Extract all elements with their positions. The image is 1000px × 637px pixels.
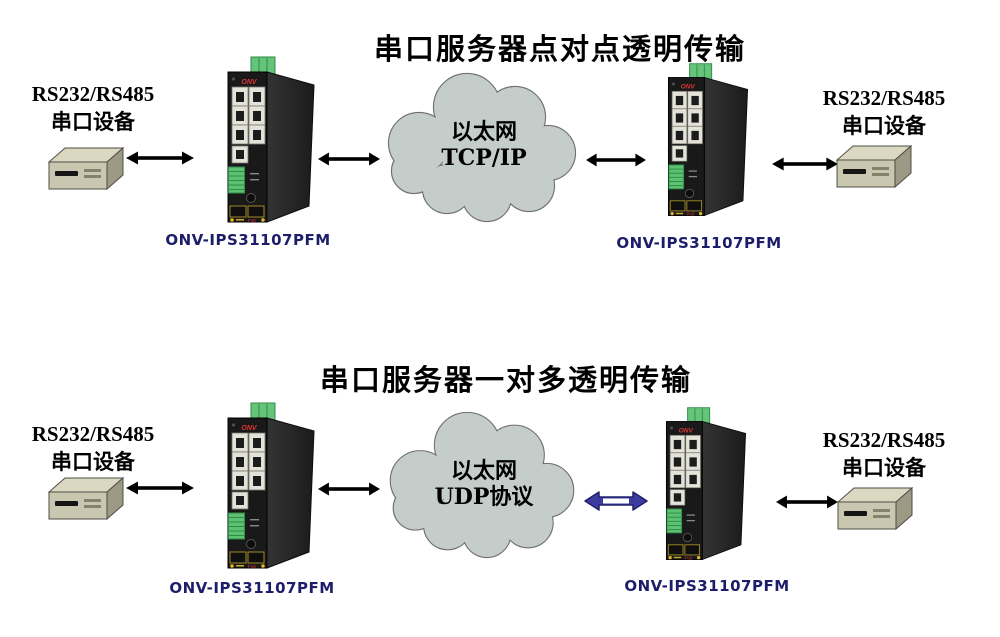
industrial-switch-image (221, 402, 321, 572)
right-serial-device-label: RS232/RS485 串口设备 (823, 84, 946, 140)
device-label-line1: RS232/RS485 (31, 422, 155, 446)
left-serial-device-label: RS232/RS485 串口设备 (32, 420, 155, 476)
serial-device-image (836, 143, 912, 189)
device-label-line1: RS232/RS485 (822, 428, 946, 452)
device-label-line1: RS232/RS485 (822, 86, 946, 110)
serial-device-image (837, 485, 913, 531)
double-arrow-icon (126, 480, 194, 496)
device-label-line2: 串口设备 (842, 114, 926, 138)
diagram-title: 串口服务器点对点透明传输 (373, 34, 747, 66)
industrial-switch-image (662, 60, 754, 222)
double-arrow-icon (772, 156, 838, 172)
cloud-label-line2: TCP/IP (441, 145, 527, 171)
device-label-line2: 串口设备 (842, 456, 926, 480)
switch-model-label: ONV-IPS31107PFM (624, 577, 790, 595)
double-arrow-icon (318, 151, 380, 167)
diagram-point-to-point: 串口服务器点对点透明传输 RS232/RS485 串口设备 ONV-IPS311… (32, 34, 946, 252)
serial-device-image (48, 475, 124, 521)
industrial-switch-image (221, 56, 321, 226)
device-label-line2: 串口设备 (51, 450, 135, 474)
double-arrow-icon (126, 150, 194, 166)
blue-double-arrow-icon (584, 489, 648, 513)
serial-device-image (48, 145, 124, 191)
diagram-title: 串口服务器一对多透明传输 (319, 365, 693, 397)
cloud-label-line2: UDP协议 (434, 484, 534, 510)
cloud-label: 以太网 UDP协议 (435, 458, 534, 510)
device-label-line2: 串口设备 (51, 110, 135, 134)
cloud-label-line1: 以太网 (450, 119, 518, 145)
device-label-line1: RS232/RS485 (31, 82, 155, 106)
double-arrow-icon (586, 152, 646, 168)
switch-model-label: ONV-IPS31107PFM (616, 234, 782, 252)
industrial-switch-image (660, 404, 752, 566)
double-arrow-icon (318, 481, 380, 497)
cloud-label: 以太网 TCP/IP (441, 119, 526, 171)
diagram-one-to-many: 串口服务器一对多透明传输 RS232/RS485 串口设备 ONV-IPS311… (0, 330, 1000, 637)
cloud-label-line1: 以太网 (450, 458, 517, 484)
double-arrow-icon (776, 494, 838, 510)
left-serial-device-label: RS232/RS485 串口设备 (32, 80, 155, 136)
right-serial-device-label: RS232/RS485 串口设备 (823, 426, 946, 482)
switch-model-label: ONV-IPS31107PFM (169, 579, 335, 597)
switch-model-label: ONV-IPS31107PFM (165, 231, 331, 249)
